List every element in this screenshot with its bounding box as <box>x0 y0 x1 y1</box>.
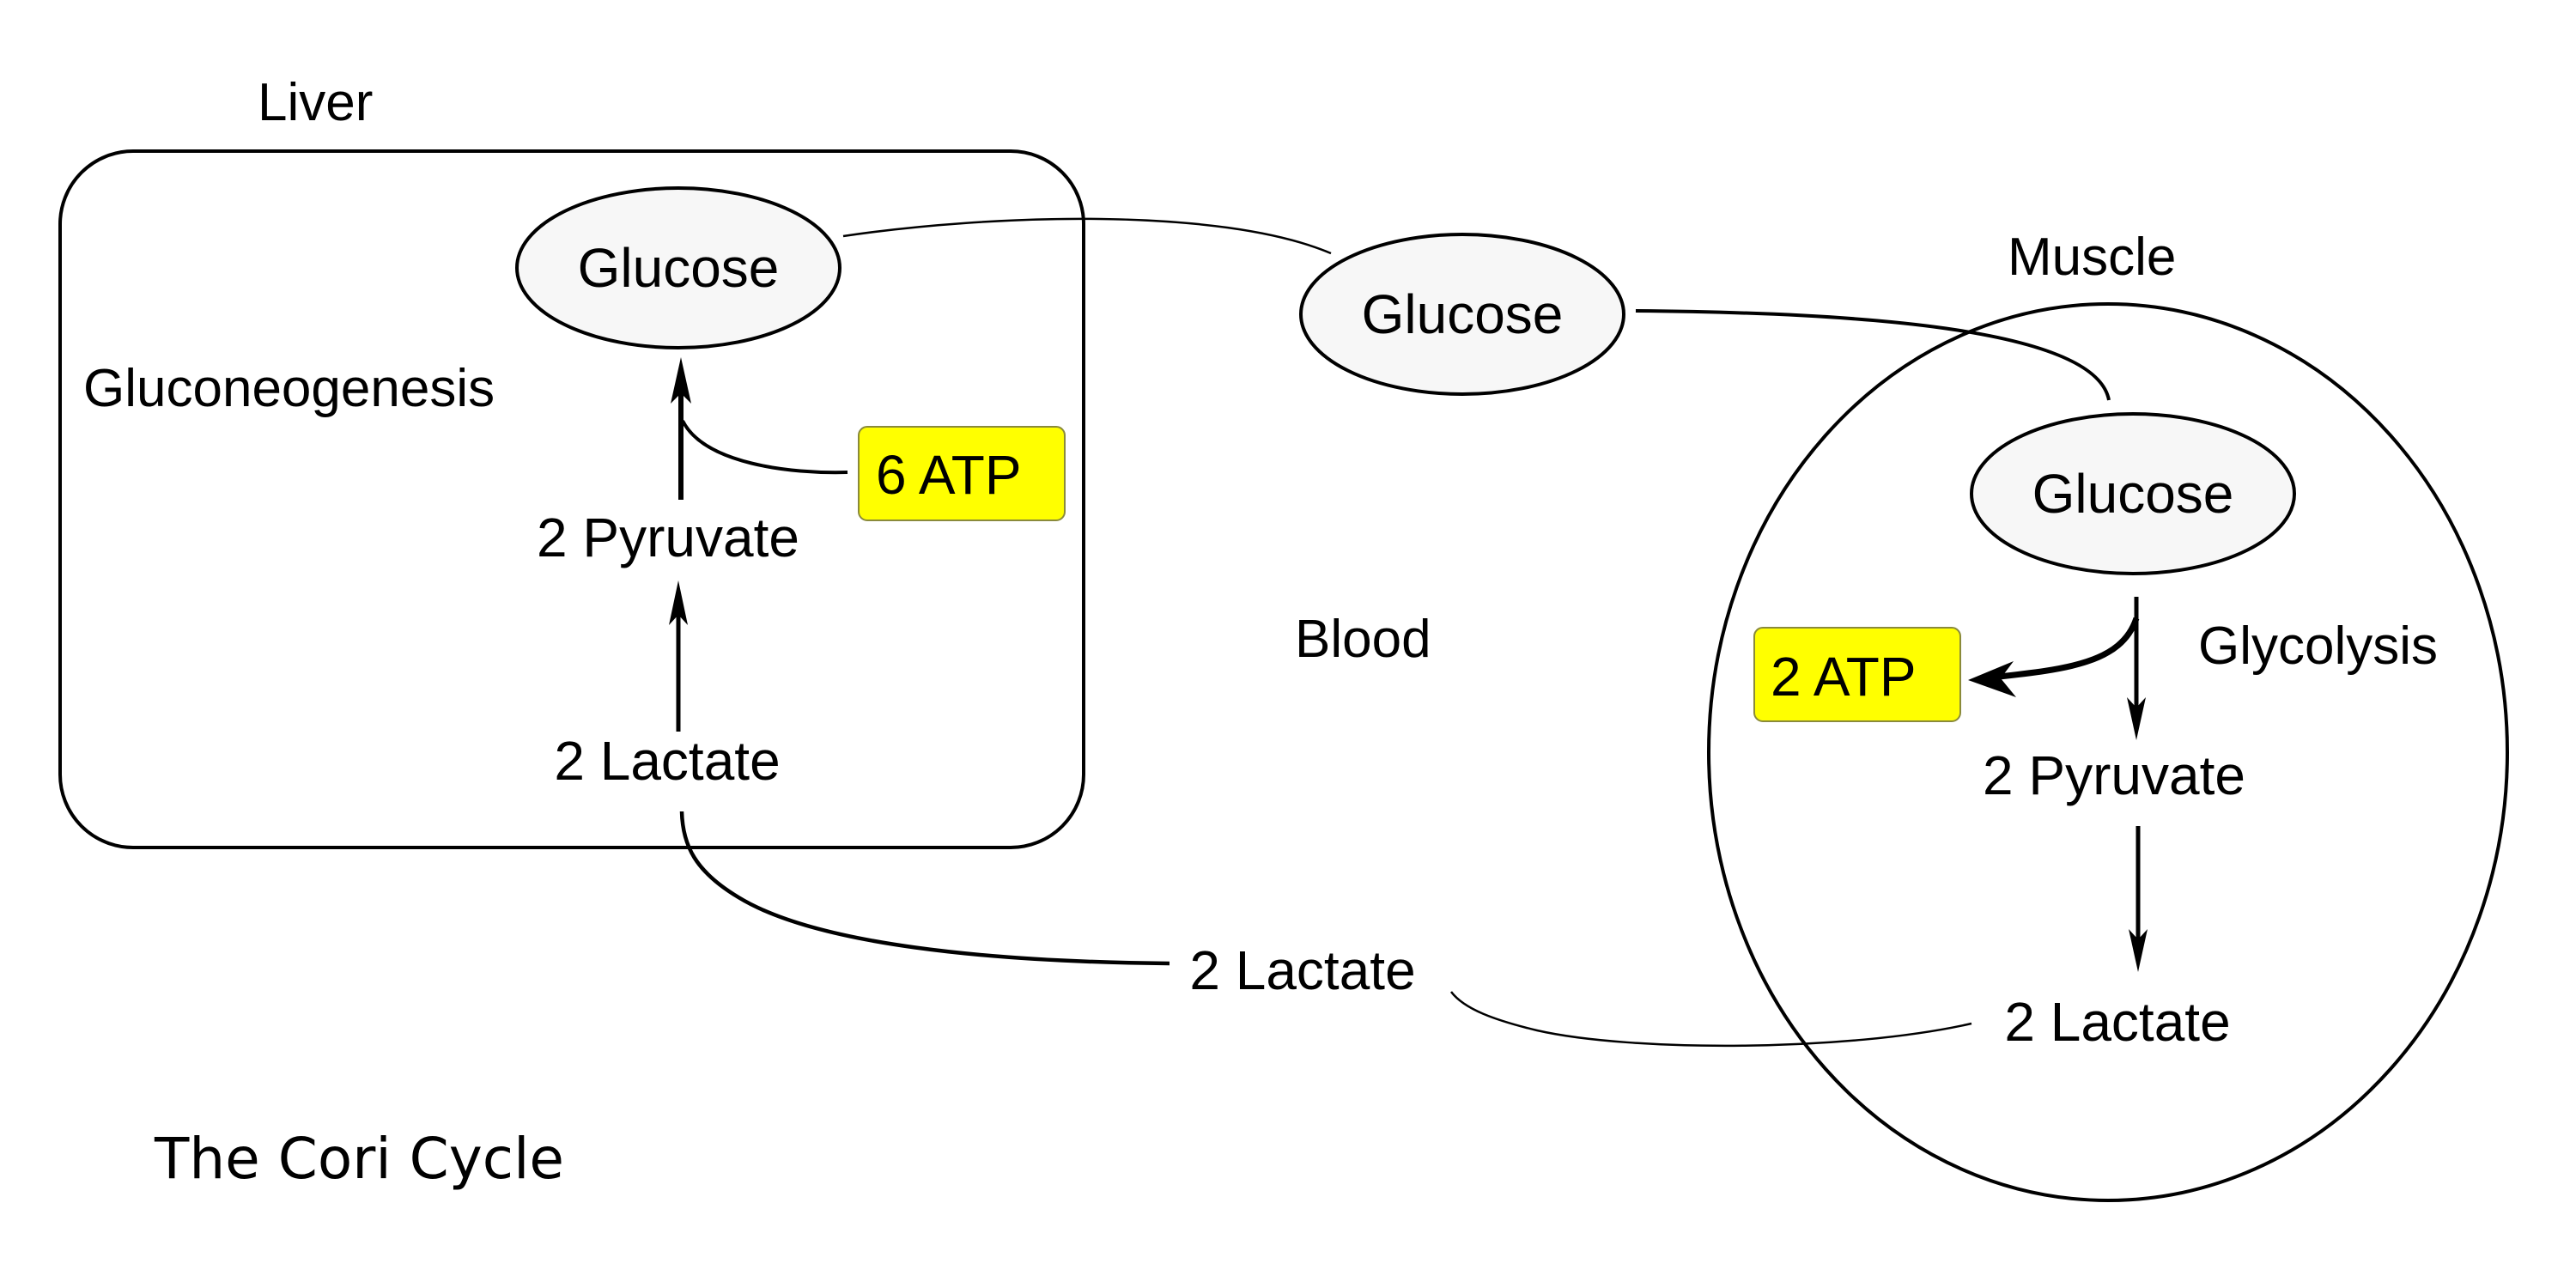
gluconeogenesis-label: Gluconeogenesis <box>83 359 495 418</box>
muscle-glucose-node <box>1970 412 2296 575</box>
liver-to-blood-glucose-connector <box>842 217 1332 255</box>
blood-glucose-label: Glucose <box>1362 283 1564 345</box>
arrowhead-up-icon <box>669 580 688 625</box>
blood-label: Blood <box>1295 610 1431 669</box>
arrowhead-left-icon <box>1968 661 2016 697</box>
arrowhead-up-icon <box>671 357 691 404</box>
liver-pyruvate-label: 2 Pyruvate <box>537 507 799 568</box>
blood-lactate-label: 2 Lactate <box>1189 939 1415 1001</box>
muscle-label: Muscle <box>2008 228 2176 287</box>
arrowhead-down-icon <box>2129 929 2148 972</box>
liver-lactate-label: 2 Lactate <box>554 730 780 792</box>
blood-glucose-node <box>1299 233 1625 396</box>
liver-atp-input-curve <box>681 420 848 475</box>
muscle-pyruvate-label: 2 Pyruvate <box>1983 744 2245 806</box>
liver-glucose-label: Glucose <box>578 237 780 299</box>
liver-label: Liver <box>258 73 373 132</box>
arrowhead-down-icon <box>2127 697 2146 740</box>
liver-atp-box <box>858 426 1066 521</box>
diagram-title: The Cori Cycle <box>154 1126 564 1192</box>
muscle-atp-label: 2 ATP <box>1771 646 1917 708</box>
liver-atp-label: 6 ATP <box>876 444 1022 506</box>
muscle-atp-output-curve <box>1983 617 2140 682</box>
liver-compartment <box>58 149 1085 849</box>
muscle-compartment <box>1707 302 2509 1202</box>
liver-glucose-node <box>515 186 841 349</box>
blood-to-liver-lactate-connector <box>679 811 1170 966</box>
muscle-to-blood-lactate-connector <box>1450 991 1972 1048</box>
blood-to-muscle-glucose-connector <box>1635 309 2111 401</box>
glycolysis-label: Glycolysis <box>2198 617 2438 676</box>
muscle-glucose-label: Glucose <box>2032 463 2234 525</box>
muscle-atp-box <box>1753 627 1961 722</box>
muscle-lactate-label: 2 Lactate <box>2004 991 2230 1053</box>
